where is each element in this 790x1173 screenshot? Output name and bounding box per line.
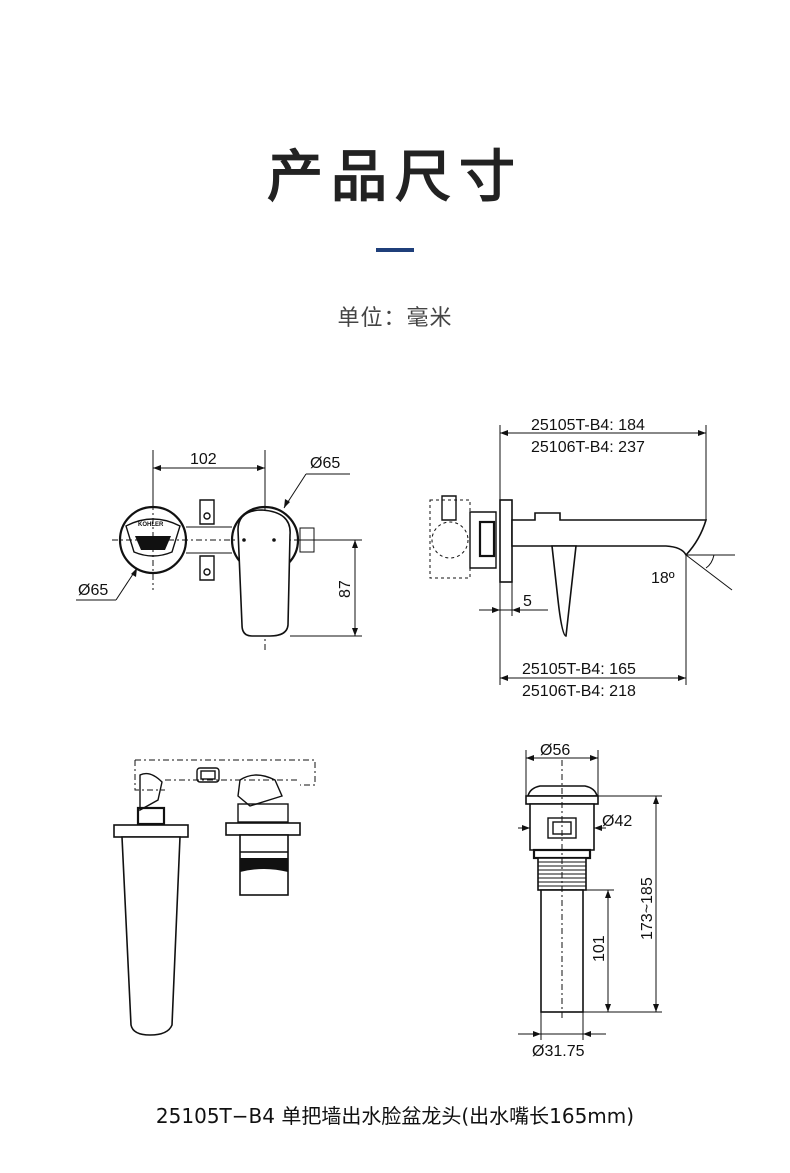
product-caption: 25105T−B4 单把墙出水脸盆龙头(出水嘴长165mm)	[155, 1104, 635, 1128]
dim-top-237: 25106T-B4: 237	[531, 439, 645, 456]
dim-angle: 18º	[651, 570, 675, 587]
dim-top-diameter: Ø56	[540, 742, 570, 759]
rear-left-plate	[113, 824, 189, 838]
dim-plate-diameter: Ø65	[78, 582, 108, 599]
wall-plate	[499, 499, 513, 583]
side-view: 25105T-B4: 184 25106T-B4: 237 18º 5 2510…	[429, 417, 735, 700]
unit-label: 单位：毫米	[337, 306, 453, 331]
plate-grid-icon	[135, 536, 171, 550]
spout	[511, 512, 708, 557]
dim-height: 87	[337, 580, 354, 598]
front-view: KOHLER 102 Ø65 Ø65	[76, 450, 362, 650]
dim-total-height: 173~185	[639, 877, 656, 940]
dim-top-184: 25105T-B4: 184	[531, 417, 645, 434]
dim-bottom-165: 25105T-B4: 165	[522, 661, 636, 678]
dim-bottom-218: 25106T-B4: 218	[522, 683, 636, 700]
left-plate-circle	[118, 505, 188, 575]
dim-mid-diameter: Ø42	[602, 813, 632, 830]
page-title: 产品尺寸	[267, 145, 523, 210]
dim-offset: 5	[523, 593, 532, 610]
handle-lever	[237, 509, 291, 637]
dim-tube-height: 101	[591, 935, 608, 962]
dim-bottom-diameter: Ø31.75	[532, 1043, 585, 1060]
rear-right-plate	[225, 822, 301, 836]
brand-mark: KOHLER	[138, 522, 164, 528]
dim-handle-diameter: Ø65	[310, 455, 340, 472]
rear-view	[113, 759, 316, 1036]
side-lever	[551, 545, 577, 637]
title-accent-bar	[376, 248, 414, 252]
dim-width: 102	[190, 451, 217, 468]
drain-view: Ø56 Ø42 173~185 101 Ø31.75	[518, 742, 662, 1060]
rear-spout	[121, 836, 181, 1036]
